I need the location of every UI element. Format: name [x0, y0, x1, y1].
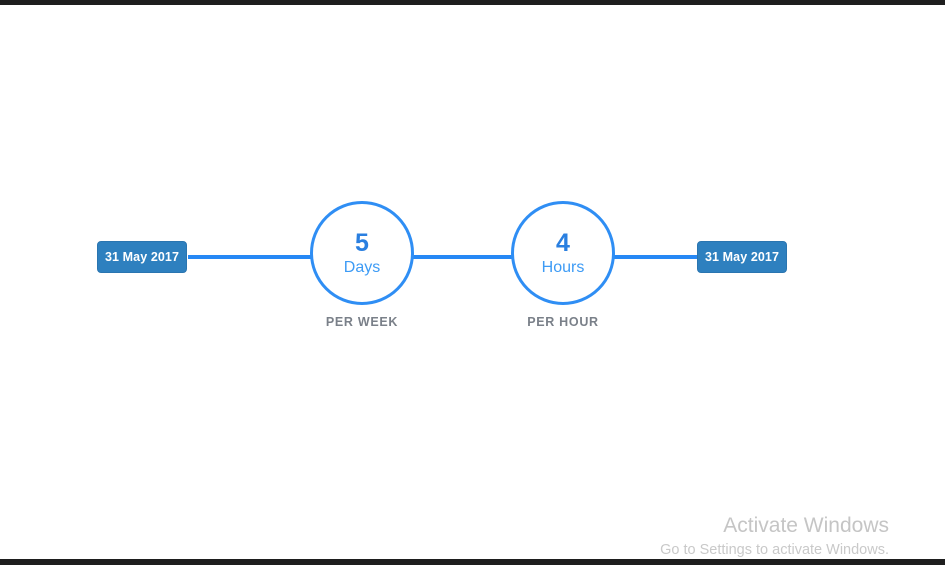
node-circle-per-hour: 4 Hours — [511, 201, 615, 305]
timeline-connector-right — [609, 255, 701, 259]
timeline-start-date-label: 31 May 2017 — [104, 250, 180, 264]
infographic-canvas: 31 May 2017 5 Days PER WEEK 4 Hours PER … — [0, 5, 945, 559]
timeline-connector-left — [188, 255, 315, 259]
node-circle-per-week: 5 Days — [310, 201, 414, 305]
timeline-node-per-hour[interactable]: 4 Hours PER HOUR — [511, 201, 615, 329]
timeline-end-date-label: 31 May 2017 — [704, 250, 780, 264]
timeline-node-per-week[interactable]: 5 Days PER WEEK — [310, 201, 414, 329]
timeline-start-date-badge[interactable]: 31 May 2017 — [97, 241, 187, 273]
node-unit-per-hour: Hours — [541, 258, 585, 276]
watermark-title: Activate Windows — [723, 514, 889, 537]
node-value-per-hour: 4 — [556, 228, 570, 257]
window-chrome-bottom — [0, 559, 945, 565]
timeline-widget: 31 May 2017 5 Days PER WEEK 4 Hours PER … — [0, 5, 945, 559]
watermark-subtitle: Go to Settings to activate Windows. — [660, 542, 889, 558]
node-value-per-week: 5 — [355, 228, 369, 257]
node-unit-per-week: Days — [343, 258, 381, 276]
timeline-connector-middle — [408, 255, 516, 259]
window-chrome-top — [0, 0, 945, 5]
timeline-end-date-badge[interactable]: 31 May 2017 — [697, 241, 787, 273]
windows-activation-watermark: Activate Windows Go to Settings to activ… — [569, 513, 889, 561]
node-caption-per-hour: PER HOUR — [527, 315, 599, 329]
node-caption-per-week: PER WEEK — [325, 315, 399, 329]
